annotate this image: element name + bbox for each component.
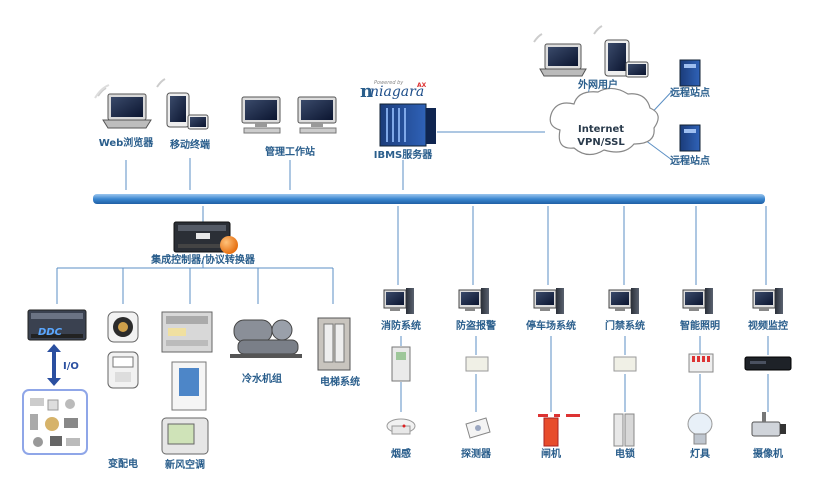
management-workstation-label: 管理工作站: [265, 147, 315, 158]
ddc-icon: [27, 309, 87, 341]
access-control-label: 门禁系统: [605, 321, 645, 332]
ddc-label: DDC: [38, 327, 62, 338]
chiller-label: 冷水机组: [242, 374, 282, 385]
server-icon: [379, 103, 436, 147]
smart-lighting-label: 智能照明: [680, 321, 720, 332]
workstation-icon: [241, 96, 337, 134]
detector-label: 探测器: [461, 449, 491, 460]
alarm-module-icon: [465, 356, 489, 372]
smoke-detector-label: 烟感: [391, 449, 411, 460]
remote-site-label-2: 远程站点: [670, 156, 710, 167]
fresh-air-panel-icon: [161, 311, 213, 353]
lighting-module-icon: [688, 353, 714, 373]
elevator-icon: [317, 317, 351, 371]
thermostat-icon: [161, 417, 209, 455]
io-arrow: [47, 344, 61, 386]
camera-icon: [751, 412, 786, 437]
fresh-air-label: 新风空调: [165, 460, 205, 471]
connection-lines: [56, 84, 769, 412]
substation-label: 变配电: [108, 459, 138, 470]
vpn-ssl-label: VPN/SSL: [577, 137, 625, 148]
controller-icon: [173, 221, 238, 254]
access-module-icon: [613, 356, 637, 372]
barrier-gate-label: 闸机: [541, 449, 561, 460]
fire-module-icon: [391, 346, 411, 382]
controller-label: 集成控制器/协议转换器: [151, 255, 255, 266]
remote-site-label-1: 远程站点: [670, 88, 710, 99]
internet-cloud: [549, 87, 659, 156]
chiller-icon: [230, 319, 302, 358]
remote-server-icon-1: [679, 59, 701, 87]
smoke-detector-icon: [386, 418, 416, 435]
fresh-air-controller-icon: [171, 361, 207, 411]
electric-lock-icon: [613, 413, 635, 447]
intrusion-alarm-label: 防盗报警: [456, 321, 496, 332]
substation-meter2-icon: [107, 351, 139, 389]
light-fixture-label: 灯具: [690, 449, 710, 460]
camera-label: 摄像机: [753, 449, 783, 460]
ibms-server-label: IBMS服务器: [373, 150, 433, 161]
elevator-system-label: 电梯系统: [320, 377, 360, 388]
nvr-icon: [744, 356, 792, 371]
video-surveillance-label: 视频监控: [748, 321, 788, 332]
substation-meter-icon: [107, 311, 139, 343]
sensors-panel: [22, 389, 88, 455]
detector-icon: [465, 417, 491, 439]
niagara-logo: Powered by n niagara AX: [360, 80, 427, 102]
barrier-gate-icon: [538, 414, 580, 447]
tablet-icon: [156, 78, 209, 130]
external-users-label: 外网用户: [578, 80, 618, 91]
external-laptop-icon: [533, 33, 587, 77]
system-pc-icons: [383, 288, 783, 314]
remote-server-icon-2: [679, 124, 701, 152]
network-bus: [93, 194, 765, 204]
external-tablet-icon: [593, 25, 649, 78]
internet-label: Internet: [577, 124, 625, 135]
web-browser-label: Web浏览器: [98, 138, 154, 149]
laptop-icon: [94, 84, 152, 129]
fire-system-label: 消防系统: [381, 321, 421, 332]
parking-system-label: 停车场系统: [526, 321, 576, 332]
io-label: I/O: [63, 361, 79, 372]
light-bulb-icon: [687, 412, 713, 445]
mobile-terminal-label: 移动终端: [170, 140, 210, 151]
electric-lock-label: 电锁: [615, 449, 635, 460]
